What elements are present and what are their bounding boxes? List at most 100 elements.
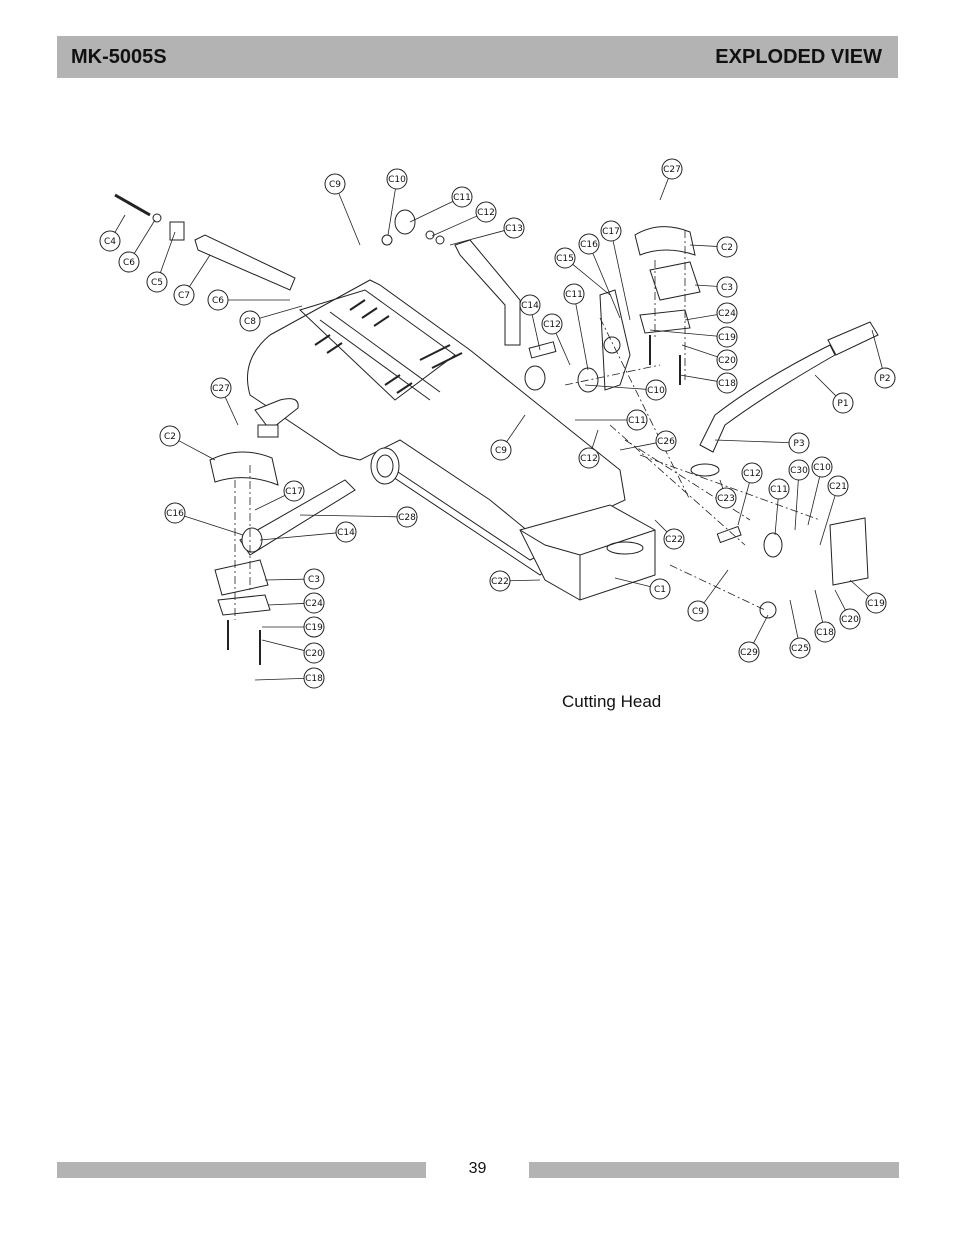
callout-label-c29: C29 — [740, 648, 758, 658]
callout-c11a: C11 — [451, 186, 473, 208]
callout-leader-c21 — [819, 495, 836, 546]
callout-label-c10c: C10 — [813, 463, 831, 473]
callout-leader-c18a — [679, 374, 718, 382]
callout-label-c22b: C22 — [491, 577, 509, 587]
callout-leader-c18b — [254, 677, 305, 681]
exploded-view-drawing: C4C6C5C7C6C8C9C10C11C12C13C27C2C17C16C15… — [99, 158, 896, 689]
callout-label-c20c: C20 — [841, 615, 859, 625]
callout-label-c12b: C12 — [543, 320, 561, 330]
callout-leader-c16b — [184, 515, 244, 536]
callout-leader-c22b — [509, 579, 541, 582]
callout-c14b: C14 — [335, 521, 357, 543]
callout-c10a: C10 — [386, 168, 408, 190]
callout-c15: C15 — [554, 247, 576, 269]
callout-leader-c17a — [612, 240, 631, 321]
callout-label-c17b: C17 — [285, 487, 303, 497]
callout-c8: C8 — [239, 310, 261, 332]
callout-label-c13: C13 — [505, 224, 523, 234]
callout-label-c24a: C24 — [718, 309, 736, 319]
callout-c5: C5 — [146, 271, 168, 293]
callout-c6a: C6 — [118, 251, 140, 273]
callout-c17b: C17 — [283, 480, 305, 502]
callout-leader-c11b — [575, 303, 589, 371]
diagram-caption: Cutting Head — [562, 692, 662, 711]
callout-p2: P2 — [874, 367, 896, 389]
callout-c21: C21 — [827, 475, 849, 497]
callout-label-c12c: C12 — [580, 454, 598, 464]
callout-label-c23: C23 — [717, 494, 735, 504]
callout-label-c11a: C11 — [453, 193, 471, 203]
callout-label-c1: C1 — [654, 585, 666, 595]
callout-c10c: C10 — [811, 456, 833, 478]
callout-c24b: C24 — [303, 592, 325, 614]
callout-label-c3b: C3 — [308, 575, 320, 585]
callout-leader-c10b — [584, 384, 647, 390]
callout-leader-c2b — [178, 440, 216, 461]
callout-leader-c28 — [299, 514, 398, 518]
callout-label-c6a: C6 — [123, 258, 135, 268]
callout-c3a: C3 — [716, 276, 738, 298]
callout-c25: C25 — [789, 637, 811, 659]
callout-leader-c7 — [189, 254, 211, 287]
callout-leader-c9b — [506, 414, 526, 442]
callout-label-c30: C30 — [790, 466, 808, 476]
callout-leader-c12b — [555, 332, 571, 366]
callout-leader-p3 — [714, 439, 790, 444]
callout-c26: C26 — [655, 430, 677, 452]
callout-label-c12d: C12 — [743, 469, 761, 479]
callout-leader-c19c — [849, 579, 869, 597]
callout-label-c12a: C12 — [477, 208, 495, 218]
callout-label-c27a: C27 — [663, 165, 681, 175]
callout-leader-c15 — [572, 264, 611, 296]
callout-c23: C23 — [715, 487, 737, 509]
callout-label-c10a: C10 — [388, 175, 406, 185]
callout-leader-c24b — [267, 603, 305, 606]
callout-leader-c20a — [681, 344, 718, 358]
callout-c12d: C12 — [741, 462, 763, 484]
callout-leader-c17b — [254, 495, 286, 511]
callout-c9a: C9 — [324, 173, 346, 195]
callout-leader-c4 — [114, 214, 126, 233]
callout-label-c19c: C19 — [867, 599, 885, 609]
callout-leader-c3a — [694, 284, 718, 287]
callout-leader-c20c — [834, 589, 846, 611]
callout-c20b: C20 — [303, 642, 325, 664]
callout-c24a: C24 — [716, 302, 738, 324]
part-drawing — [114, 193, 879, 665]
callout-c9b: C9 — [490, 439, 512, 461]
callout-label-c10b: C10 — [647, 386, 665, 396]
callout-c14a: C14 — [519, 294, 541, 316]
callout-leader-c12a — [431, 215, 478, 237]
callout-label-c11d: C11 — [770, 485, 788, 495]
callout-leader-c9a — [338, 193, 361, 246]
callout-label-p1: P1 — [837, 399, 848, 409]
callout-c11c: C11 — [626, 409, 648, 431]
callout-c19c: C19 — [865, 592, 887, 614]
callout-c30: C30 — [788, 459, 810, 481]
callout-leader-c13 — [449, 230, 505, 246]
callout-leader-c19a — [649, 329, 718, 337]
callout-label-c3a: C3 — [721, 283, 733, 293]
callout-c20a: C20 — [716, 349, 738, 371]
callout-c12a: C12 — [475, 201, 497, 223]
callout-leader-c18c — [814, 589, 824, 623]
callout-leader-c8 — [259, 305, 303, 319]
callout-c7: C7 — [173, 284, 195, 306]
callout-c3b: C3 — [303, 568, 325, 590]
callout-label-p2: P2 — [879, 374, 890, 384]
callout-c12c: C12 — [578, 447, 600, 469]
callout-p3: P3 — [788, 432, 810, 454]
callout-c2a: C2 — [716, 236, 738, 258]
callout-label-c2b: C2 — [164, 432, 176, 442]
callout-label-c11c: C11 — [628, 416, 646, 426]
callout-leader-p1 — [814, 374, 837, 397]
callout-label-c18c: C18 — [816, 628, 834, 638]
callout-label-c22a: C22 — [665, 535, 683, 545]
callout-label-c11b: C11 — [565, 290, 583, 300]
section-title: EXPLODED VIEW — [715, 45, 882, 68]
callout-label-c17a: C17 — [602, 227, 620, 237]
callout-leader-c10c — [807, 476, 821, 526]
callout-label-c14b: C14 — [337, 528, 355, 538]
callout-c13: C13 — [503, 217, 525, 239]
